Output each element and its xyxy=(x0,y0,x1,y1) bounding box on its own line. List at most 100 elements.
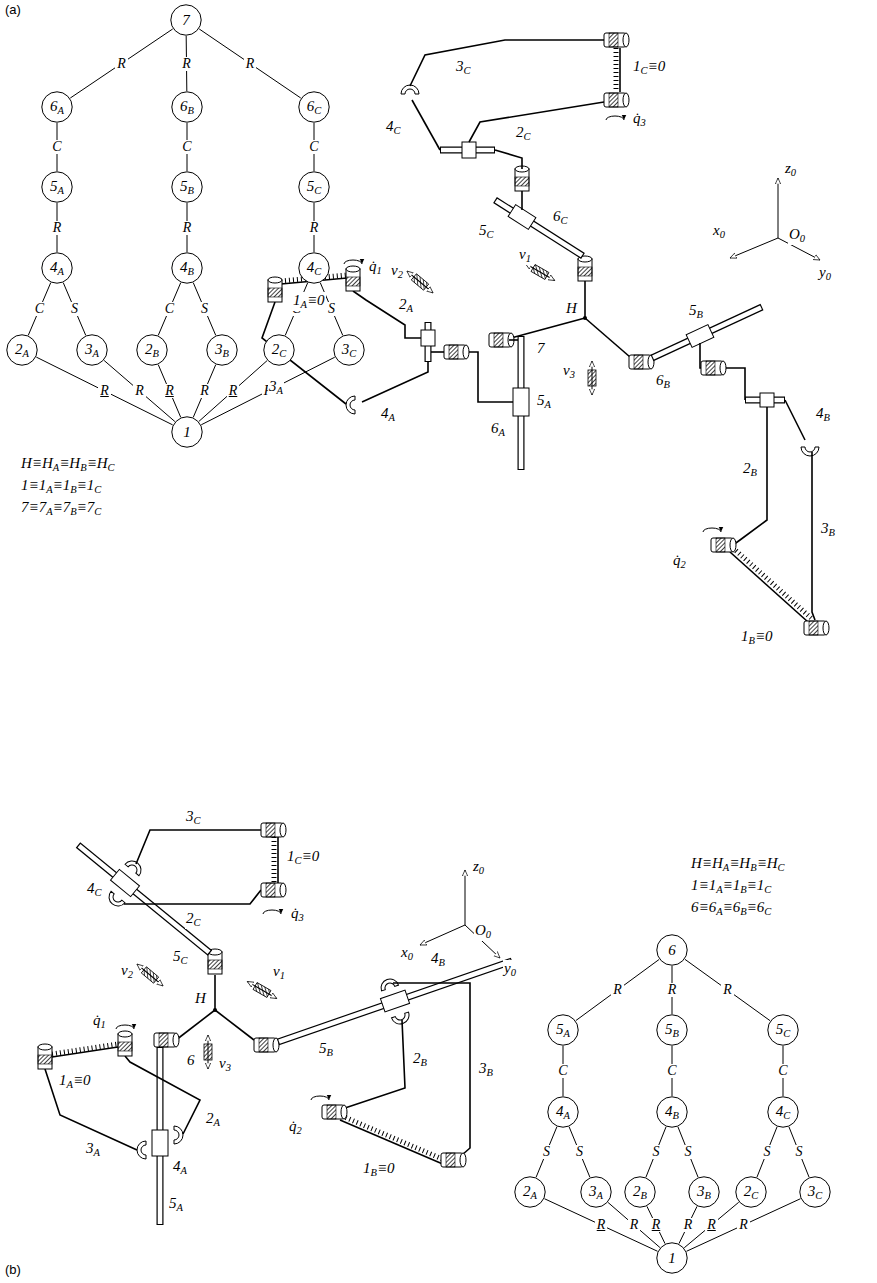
node-label: 3C xyxy=(342,341,357,359)
graph-node: 5C xyxy=(767,1014,799,1046)
subscript: C xyxy=(778,862,785,873)
text-run: 4 xyxy=(180,259,188,275)
text-run: 4 xyxy=(307,259,315,275)
graph-node: 3A xyxy=(76,334,108,366)
part-label: 2B xyxy=(412,1050,428,1069)
joint-edge xyxy=(569,1127,590,1177)
joint-type: S xyxy=(651,1145,662,1159)
text-run: z xyxy=(473,858,479,874)
subscript: 3 xyxy=(226,1062,231,1073)
node-label: 2B xyxy=(633,1183,647,1201)
text-run: H xyxy=(195,990,206,1006)
part-label: q̇3 xyxy=(632,110,647,129)
figure-b xyxy=(38,823,512,1225)
subscript: A xyxy=(277,385,283,396)
text-run: 6 xyxy=(668,942,676,958)
subscript: C xyxy=(783,1028,790,1039)
text-run: O xyxy=(475,922,486,938)
subscript: 0 xyxy=(720,229,725,240)
text-run: 5 xyxy=(689,302,697,318)
node-label: 3C xyxy=(808,1183,823,1201)
subscript: B xyxy=(705,1190,711,1201)
part-label: 3B xyxy=(820,520,836,539)
part-label: H xyxy=(565,300,578,317)
part-label: 5C xyxy=(172,948,189,967)
subscript: 1 xyxy=(526,253,531,264)
part-label: v3 xyxy=(562,362,576,381)
part-label: 4A xyxy=(172,1158,188,1177)
graph-node: 2C xyxy=(735,1176,767,1208)
subscript: B xyxy=(487,1067,493,1078)
text-run: 6 xyxy=(491,420,499,436)
subscript: A xyxy=(531,1190,537,1201)
subscript: C xyxy=(95,887,102,898)
text-run: R xyxy=(668,982,677,997)
joint-edge xyxy=(678,1127,698,1177)
text-run: C xyxy=(165,301,174,316)
part-label: 3A xyxy=(268,378,284,397)
subscript: A xyxy=(716,884,722,895)
subscript: A xyxy=(389,412,395,423)
text-run: 3 xyxy=(697,1183,705,1199)
subscript: C xyxy=(314,266,321,277)
subscript: C xyxy=(764,906,771,917)
node-label: 3B xyxy=(215,341,229,359)
graph-node: 2C xyxy=(263,334,295,366)
text-run: R xyxy=(200,383,209,398)
part-label: O0 xyxy=(788,226,806,245)
part-label: H xyxy=(194,990,207,1007)
subscript: B xyxy=(829,527,835,538)
joint-type: R xyxy=(163,384,176,398)
graph-node: 6 xyxy=(656,934,688,966)
subscript: C xyxy=(314,185,321,196)
joint-type: C xyxy=(180,140,193,154)
subscript: B xyxy=(697,309,703,320)
subscript: B xyxy=(371,1167,377,1178)
text-run: 2 xyxy=(413,1050,421,1066)
subscript: B xyxy=(750,862,756,873)
text-run: R xyxy=(310,220,319,235)
graph-node: 2A xyxy=(6,334,38,366)
text-run: R xyxy=(684,1217,693,1232)
subscript: B xyxy=(740,884,746,895)
graph-node: 2A xyxy=(514,1176,546,1208)
part-label: 1B≡0 xyxy=(740,628,774,647)
node-label: 4C xyxy=(776,1103,791,1121)
subscript: A xyxy=(564,1028,570,1039)
subscript: A xyxy=(93,348,99,359)
subscript: A xyxy=(597,1190,603,1201)
part-label: x0 xyxy=(400,944,414,963)
graph-node: 6C xyxy=(298,91,330,123)
part-label: 5A xyxy=(168,1195,184,1214)
joint-edge xyxy=(789,1127,809,1177)
node-label: 3B xyxy=(697,1183,711,1201)
node-label: 1 xyxy=(668,1250,676,1267)
joint-type: S xyxy=(199,302,210,316)
subscript: C xyxy=(94,506,101,517)
subscript: A xyxy=(58,266,64,277)
text-run: R xyxy=(182,56,191,71)
text-run: 4 xyxy=(816,405,824,421)
joint-edge xyxy=(28,283,50,336)
text-run: 6≡6 xyxy=(691,899,716,915)
part-label: 1C≡0 xyxy=(286,848,320,867)
text-run: v xyxy=(391,262,398,278)
joint-type: R xyxy=(737,1218,750,1232)
subscript: B xyxy=(641,1190,647,1201)
joint-type: R xyxy=(628,1218,641,1232)
text-run: 7≡7 xyxy=(21,499,46,515)
text-run: R xyxy=(613,982,622,997)
subscript: B xyxy=(188,185,194,196)
text-run: v xyxy=(121,962,128,978)
text-run: R xyxy=(707,1217,716,1232)
text-run: S xyxy=(685,1144,692,1159)
joint-edge xyxy=(679,1206,697,1243)
subscript: C xyxy=(764,884,771,895)
joint-edge xyxy=(104,360,175,421)
text-run: 3 xyxy=(821,520,829,536)
text-run: R xyxy=(246,56,255,71)
joint-type: R xyxy=(51,221,64,235)
subscript: A xyxy=(58,105,64,116)
subscript: C xyxy=(561,215,568,226)
text-run: C xyxy=(182,139,191,154)
